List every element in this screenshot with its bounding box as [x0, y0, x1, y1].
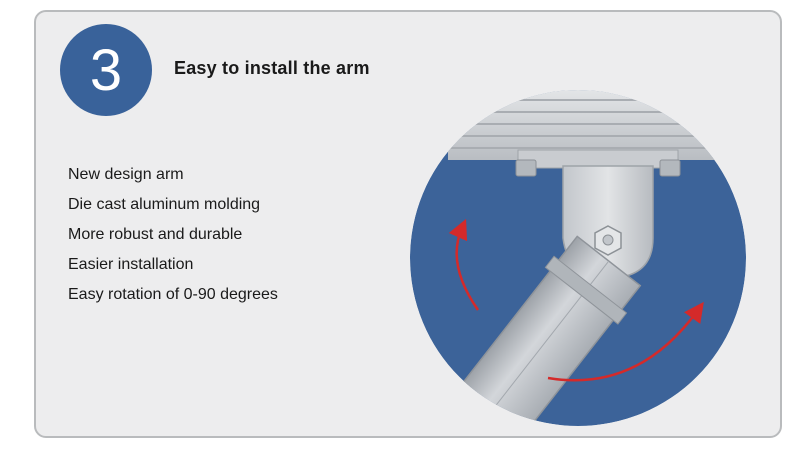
heat-sink-fins: [448, 90, 746, 160]
feature-heading: Easy to install the arm: [174, 58, 370, 78]
feature-item: Easy rotation of 0-90 degrees: [68, 286, 278, 303]
rotating-arm: [446, 235, 642, 426]
arm-illustration-svg: [410, 90, 746, 426]
feature-item: More robust and durable: [68, 226, 243, 243]
feature-list: New design arm Die cast aluminum molding…: [68, 160, 278, 310]
arm-illustration: [408, 88, 748, 428]
rotation-arrow-left: [448, 218, 480, 311]
right-bolt: [659, 159, 681, 177]
feature-item: Die cast aluminum molding: [68, 196, 261, 213]
step-number-badge: 3: [60, 24, 152, 116]
feature-item: New design arm: [68, 166, 184, 183]
feature-item: Easier installation: [68, 256, 194, 273]
feature-card: 3 Easy to install the arm New design arm…: [34, 10, 782, 438]
rotation-arrow-bottom: [547, 301, 704, 382]
left-bolt: [515, 159, 537, 177]
